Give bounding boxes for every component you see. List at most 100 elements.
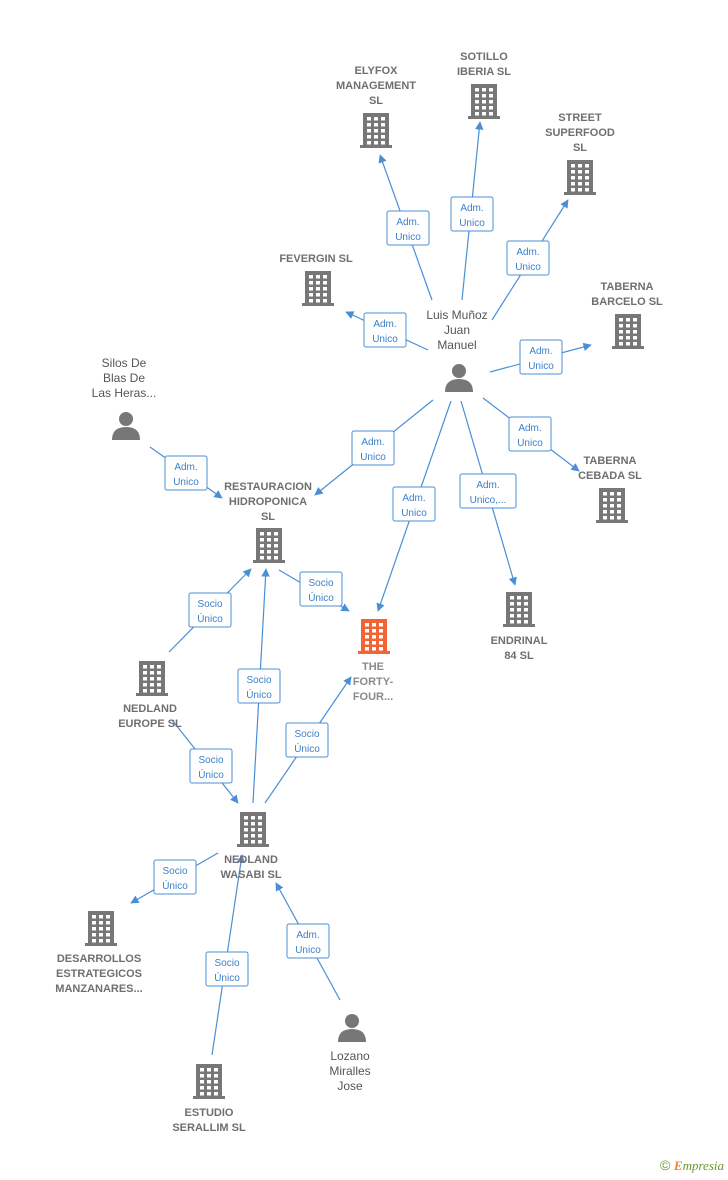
node-label-fortyfour: THE xyxy=(362,661,384,673)
edge-label-line: Adm. xyxy=(396,217,419,228)
node-fevergin[interactable]: FEVERGIN SL xyxy=(279,253,353,306)
building-icon xyxy=(503,592,535,627)
edge-label-line: Adm. xyxy=(373,319,396,330)
node-label-street: SL xyxy=(573,142,587,154)
edge-label-line: Socio xyxy=(198,755,223,766)
person-icon xyxy=(445,364,473,392)
node-cebada[interactable]: TABERNA CEBADA SL xyxy=(578,455,642,523)
node-restauracion[interactable]: RESTAURACION HIDROPONICA SL xyxy=(224,481,312,563)
node-label-elyfox: MANAGEMENT xyxy=(336,80,416,92)
node-label-elyfox: SL xyxy=(369,95,383,107)
node-label-silos: Silos De xyxy=(102,356,147,370)
node-label-serallim: SERALLIM SL xyxy=(172,1122,246,1134)
node-label-wasabi: WASABI SL xyxy=(220,869,281,881)
edge-label-luis-to-fortyfour[interactable]: Adm. Unico xyxy=(392,486,436,522)
brand-name: mpresia xyxy=(682,1158,724,1173)
node-label-fortyfour: FORTY- xyxy=(353,676,394,688)
node-label-elyfox: ELYFOX xyxy=(355,65,399,77)
building-icon xyxy=(237,812,269,847)
edge-label-line: Unico xyxy=(395,232,421,243)
edge-label-line: Unico xyxy=(528,361,554,372)
edge-label-luis-to-restauracion[interactable]: Adm.Unico xyxy=(351,430,395,466)
node-label-desarrollos: DESARROLLOS xyxy=(57,953,141,965)
edge-label-line: Único xyxy=(162,879,188,892)
node-desarrollos[interactable]: DESARROLLOSESTRATEGICOSMANZANARES... xyxy=(55,911,143,995)
building-icon xyxy=(596,488,628,523)
node-label-restauracion: RESTAURACION xyxy=(224,481,312,493)
node-label-silos: Las Heras... xyxy=(92,386,157,400)
building-icon xyxy=(253,528,285,563)
edge-label-luis-to-sotillo[interactable]: Adm.Unico xyxy=(450,196,494,232)
edge-label-line: Único xyxy=(214,971,240,984)
edge-label-line: Adm. xyxy=(402,493,425,504)
node-label-fortyfour: FOUR... xyxy=(353,691,393,703)
node-elyfox[interactable]: ELYFOX MANAGEMENT SL xyxy=(336,65,416,148)
edge-label-line: Único xyxy=(197,612,223,625)
building-icon xyxy=(360,113,392,148)
edge-label-line: Unico xyxy=(515,262,541,273)
node-label-endrinal: ENDRINAL xyxy=(491,635,548,647)
edge-label-line: Unico xyxy=(173,477,199,488)
node-label-silos: Blas De xyxy=(103,371,145,385)
node-label-restauracion: HIDROPONICA xyxy=(229,496,307,508)
edge-label-line: Adm. xyxy=(529,346,552,357)
edge-label-luis-to-barcelo[interactable]: Adm. Unico xyxy=(519,339,563,375)
node-barcelo[interactable]: TABERNA BARCELO SL xyxy=(591,281,663,349)
node-label-desarrollos: ESTRATEGICOS xyxy=(56,968,142,980)
node-label-restauracion: SL xyxy=(261,511,275,523)
building-icon xyxy=(612,314,644,349)
node-label-cebada: CEBADA SL xyxy=(578,470,642,482)
building-icon xyxy=(136,661,168,696)
node-label-barcelo: TABERNA xyxy=(601,281,654,293)
building-icon xyxy=(358,619,390,654)
person-icon xyxy=(112,412,140,440)
edge-label-line: Unico xyxy=(295,945,321,956)
node-label-barcelo: BARCELO SL xyxy=(591,296,663,308)
edge-label-line: Adm. xyxy=(361,437,384,448)
edge-label-line: Socio xyxy=(214,958,239,969)
node-label-cebada: TABERNA xyxy=(584,455,637,467)
edge-label-lozano-to-wasabi[interactable]: Adm.Unico xyxy=(286,923,330,959)
edge-label-line: Socio xyxy=(246,675,271,686)
edge-label-luis-to-fevergin[interactable]: Adm. Unico xyxy=(363,312,407,348)
edge-label-line: Único xyxy=(308,591,334,604)
edge-label-luis-to-endrinal[interactable]: Adm.Unico,... xyxy=(459,473,517,509)
node-label-sotillo: SOTILLO xyxy=(460,51,508,63)
edge-label-line: Unico xyxy=(401,508,427,519)
building-icon xyxy=(302,271,334,306)
edge-label-luis-to-cebada[interactable]: Adm.Unico xyxy=(508,416,552,452)
edge-label-line: Unico,... xyxy=(470,495,507,506)
node-label-nedeurope: EUROPE SL xyxy=(118,718,182,730)
edge-label-silos-to-restauracion[interactable]: Adm.Unico xyxy=(164,455,208,491)
edge-label-line: Único xyxy=(198,768,224,781)
edge-label-line: Único xyxy=(294,742,320,755)
node-label-luis: Luis Muñoz xyxy=(426,308,487,322)
building-icon xyxy=(193,1064,225,1099)
building-icon xyxy=(85,911,117,946)
footer-brand[interactable]: © Empresia xyxy=(660,1157,724,1174)
node-fortyfour[interactable]: THE FORTY- FOUR... xyxy=(353,619,394,703)
edge-label-luis-to-elyfox[interactable]: Adm. Unico xyxy=(386,210,430,246)
edge-label-line: Adm. xyxy=(460,203,483,214)
edge-label-line: Unico xyxy=(372,334,398,345)
edge-label-luis-to-street[interactable]: Adm.Unico xyxy=(506,240,550,276)
